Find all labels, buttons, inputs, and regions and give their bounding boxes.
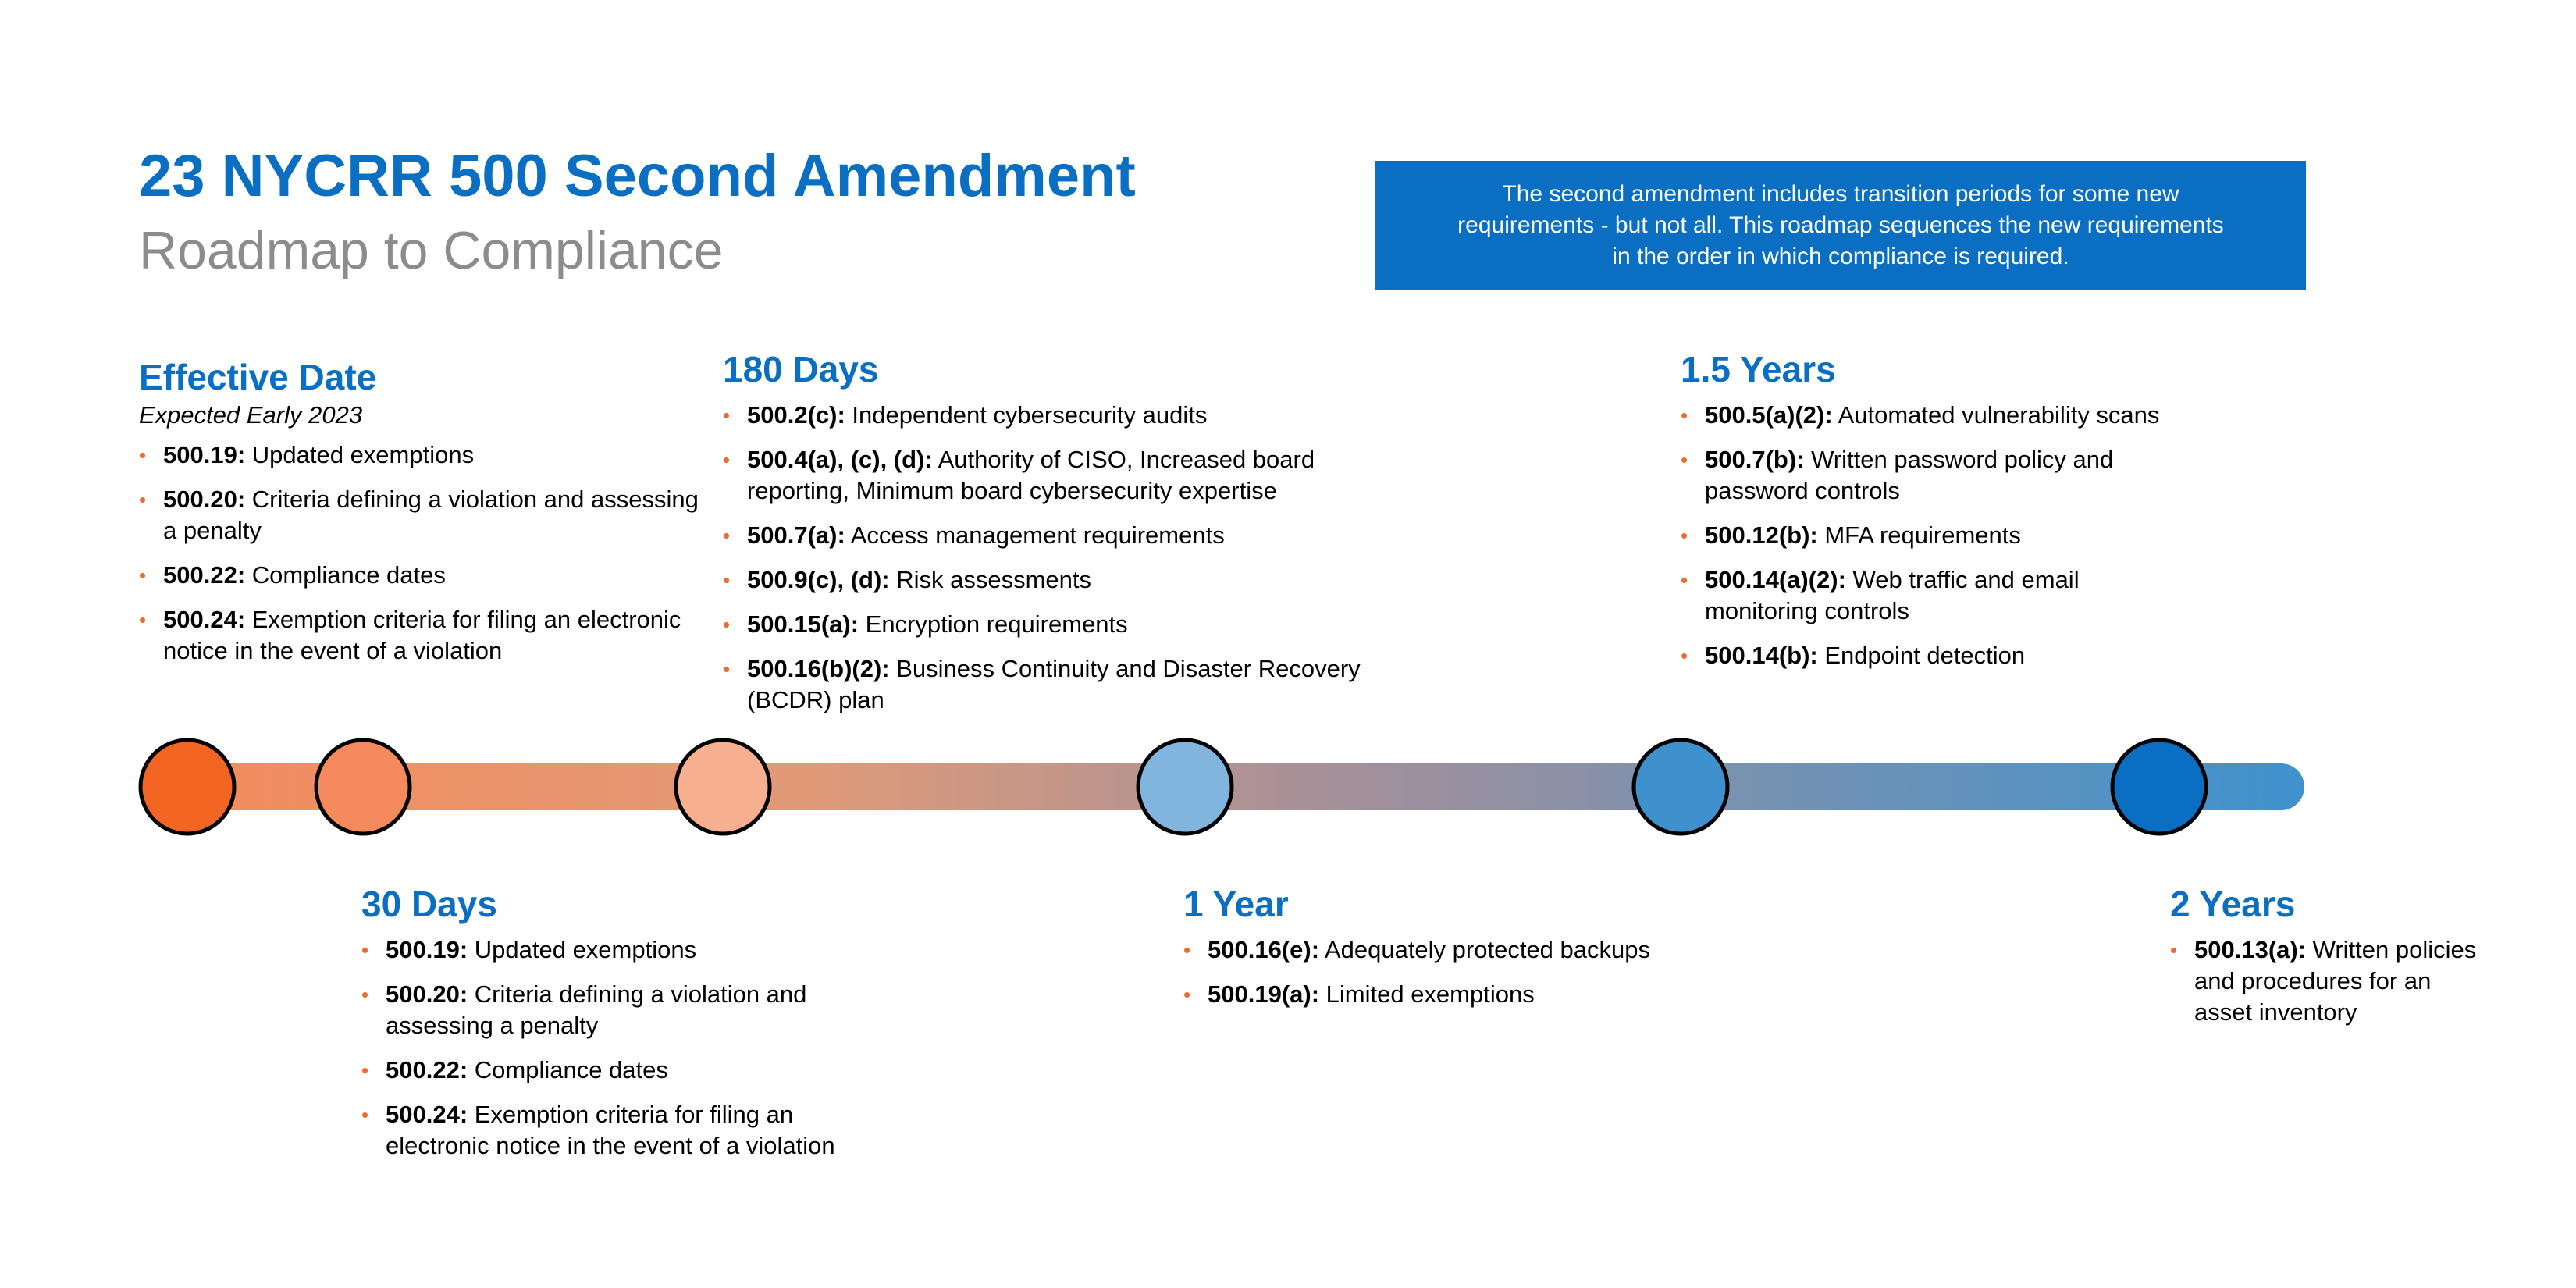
milestone-1-year: 1 Year 500.16(e): Adequately protected b… — [1183, 886, 1745, 1023]
list-item: 500.16(b)(2): Business Continuity and Di… — [723, 653, 1363, 716]
requirement-code: 500.4(a), (c), (d): — [747, 446, 933, 473]
requirement-text: Encryption requirements — [859, 610, 1128, 638]
list-item: 500.15(a): Encryption requirements — [723, 609, 1363, 640]
info-callout: The second amendment includes transition… — [1375, 161, 2306, 290]
requirement-code: 500.5(a)(2): — [1705, 401, 1833, 429]
list-item: 500.19: Updated exemptions — [361, 934, 861, 966]
timeline-node — [1631, 738, 1730, 836]
requirement-code: 500.22: — [386, 1056, 468, 1083]
milestone-1-5-years: 1.5 Years 500.5(a)(2): Automated vulnera… — [1681, 351, 2196, 685]
timeline-nodes — [138, 738, 2208, 836]
requirement-text: Authority of CISO, Increased board repor… — [747, 446, 1315, 504]
requirement-code: 500.20: — [386, 980, 468, 1008]
requirement-list: 500.19: Updated exemptions 500.20: Crite… — [139, 439, 701, 667]
requirement-code: 500.7(b): — [1705, 446, 1805, 473]
milestone-heading: 180 Days — [723, 349, 879, 390]
requirement-code: 500.15(a): — [747, 610, 859, 638]
list-item: 500.7(a): Access management requirements — [723, 520, 1363, 551]
list-item: 500.19(a): Limited exemptions — [1183, 979, 1745, 1010]
list-item: 500.22: Compliance dates — [361, 1055, 861, 1086]
requirement-code: 500.7(a): — [747, 521, 845, 549]
requirement-text: Criteria defining a violation and assess… — [386, 980, 807, 1039]
list-item: 500.14(a)(2): Web traffic and email moni… — [1681, 564, 2196, 627]
milestone-30-days: 30 Days 500.19: Updated exemptions 500.2… — [361, 886, 861, 1175]
requirement-text: Business Continuity and Disaster Recover… — [747, 655, 1361, 713]
requirement-code: 500.19: — [386, 936, 468, 963]
requirement-text: Compliance dates — [468, 1056, 668, 1083]
list-item: 500.4(a), (c), (d): Authority of CISO, I… — [723, 444, 1363, 507]
requirement-code: 500.14(b): — [1705, 642, 1818, 669]
requirement-code: 500.13(a): — [2194, 936, 2307, 963]
milestone-heading: Effective Date — [139, 357, 377, 397]
timeline-node — [2110, 738, 2208, 836]
list-item: 500.22: Compliance dates — [139, 560, 701, 591]
requirement-text: Exemption criteria for filing an electro… — [163, 606, 681, 664]
timeline-node — [1136, 738, 1234, 836]
requirement-code: 500.20: — [163, 486, 246, 513]
list-item: 500.9(c), (d): Risk assessments — [723, 564, 1363, 596]
requirement-text: Written password policy and password con… — [1705, 446, 2114, 504]
list-item: 500.24: Exemption criteria for filing an… — [139, 604, 701, 667]
milestone-2-years: 2 Years 500.13(a): Written policies and … — [2170, 886, 2482, 1041]
requirement-text: Web traffic and email monitoring control… — [1705, 566, 2080, 624]
list-item: 500.20: Criteria defining a violation an… — [139, 484, 701, 546]
requirement-text: Endpoint detection — [1817, 642, 2026, 669]
info-callout-text: The second amendment includes transition… — [1457, 181, 2224, 269]
requirement-text: Written policies and procedures for an a… — [2194, 936, 2477, 1026]
page-title: 23 NYCRR 500 Second Amendment — [139, 143, 1136, 209]
requirement-text: Exemption criteria for filing an electro… — [386, 1101, 835, 1159]
requirement-code: 500.9(c), (d): — [747, 566, 890, 593]
milestone-heading: 1.5 Years — [1681, 349, 1836, 390]
list-item: 500.2(c): Independent cybersecurity audi… — [723, 400, 1363, 431]
requirement-list: 500.19: Updated exemptions 500.20: Crite… — [361, 934, 861, 1162]
requirement-code: 500.24: — [386, 1101, 468, 1128]
list-item: 500.5(a)(2): Automated vulnerability sca… — [1681, 400, 2196, 431]
requirement-text: Compliance dates — [245, 561, 446, 589]
list-item: 500.13(a): Written policies and procedur… — [2170, 934, 2482, 1028]
list-item: 500.24: Exemption criteria for filing an… — [361, 1099, 861, 1162]
requirement-text: Updated exemptions — [245, 441, 475, 468]
requirement-code: 500.2(c): — [747, 401, 845, 429]
requirement-text: Updated exemptions — [468, 936, 697, 963]
milestone-effective-date: Effective Date Expected Early 2023 500.1… — [139, 359, 701, 680]
timeline-node — [674, 738, 772, 836]
list-item: 500.16(e): Adequately protected backups — [1183, 934, 1745, 966]
requirement-list: 500.2(c): Independent cybersecurity audi… — [723, 400, 1363, 716]
timeline-bar — [164, 763, 2304, 810]
milestone-heading: 30 Days — [361, 884, 497, 924]
milestone-subheading: Expected Early 2023 — [139, 401, 363, 429]
list-item: 500.20: Criteria defining a violation an… — [361, 979, 861, 1041]
requirement-text: Risk assessments — [889, 566, 1092, 593]
requirement-text: Criteria defining a violation and assess… — [163, 486, 699, 544]
requirement-text: Adequately protected backups — [1319, 936, 1650, 963]
timeline-node — [314, 738, 412, 836]
requirement-text: Access management requirements — [845, 521, 1225, 549]
requirement-list: 500.13(a): Written policies and procedur… — [2170, 934, 2482, 1028]
requirement-code: 500.22: — [163, 561, 246, 589]
page-subtitle: Roadmap to Compliance — [139, 221, 724, 280]
requirement-text: Automated vulnerability scans — [1832, 401, 2160, 429]
requirement-code: 500.16(e): — [1208, 936, 1320, 963]
requirement-code: 500.19(a): — [1208, 980, 1320, 1008]
list-item: 500.7(b): Written password policy and pa… — [1681, 444, 2196, 507]
requirement-text: MFA requirements — [1817, 521, 2021, 549]
requirement-text: Limited exemptions — [1319, 980, 1535, 1008]
list-item: 500.14(b): Endpoint detection — [1681, 640, 2196, 671]
requirement-text: Independent cybersecurity audits — [845, 401, 1208, 429]
milestone-180-days: 180 Days 500.2(c): Independent cybersecu… — [723, 351, 1363, 729]
requirement-code: 500.14(a)(2): — [1705, 566, 1846, 593]
milestone-heading: 2 Years — [2170, 884, 2296, 924]
requirement-code: 500.16(b)(2): — [747, 655, 890, 682]
timeline-node — [138, 738, 237, 836]
list-item: 500.19: Updated exemptions — [139, 439, 701, 471]
requirement-list: 500.5(a)(2): Automated vulnerability sca… — [1681, 400, 2196, 671]
list-item: 500.12(b): MFA requirements — [1681, 520, 2196, 551]
milestone-heading: 1 Year — [1183, 884, 1289, 924]
requirement-code: 500.24: — [163, 606, 246, 633]
requirement-code: 500.19: — [163, 441, 246, 468]
requirement-list: 500.16(e): Adequately protected backups … — [1183, 934, 1745, 1010]
requirement-code: 500.12(b): — [1705, 521, 1818, 549]
